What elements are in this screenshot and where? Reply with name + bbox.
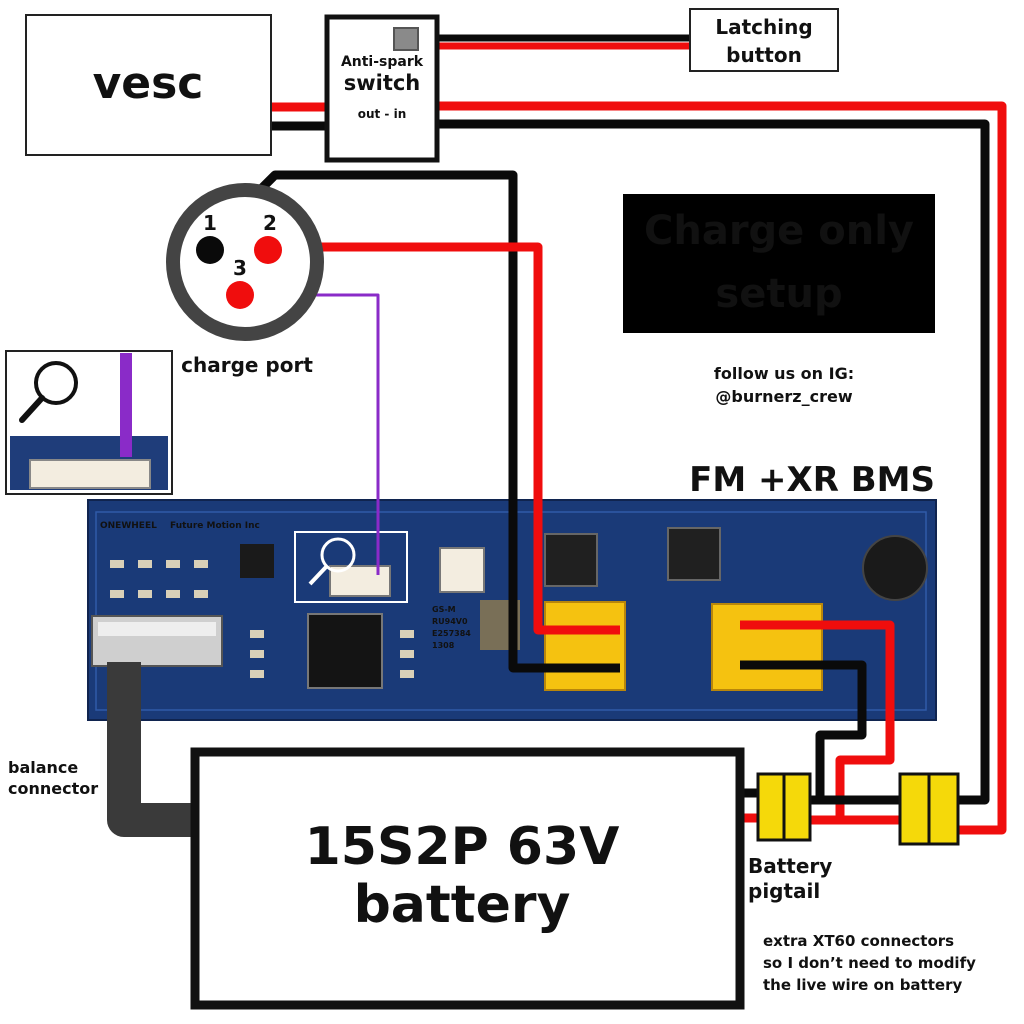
note-line3: the live wire on battery — [763, 976, 962, 994]
pin-3 — [226, 281, 254, 309]
battery-line1: 15S2P 63V — [305, 817, 620, 877]
bms-xt60-right — [711, 603, 823, 691]
note-line1: extra XT60 connectors — [763, 932, 954, 950]
switch-terminal-icon — [393, 27, 419, 51]
latching-button-line1: Latching — [715, 15, 812, 39]
banner-line1: Charge only — [644, 208, 914, 254]
jst-connector — [329, 565, 391, 597]
pigtail-line2: pigtail — [748, 879, 820, 903]
magnifier-icon — [34, 361, 78, 405]
pcb-maker: Future Motion Inc — [170, 521, 260, 531]
vesc-label: vesc — [93, 58, 204, 109]
anti-spark-switch: Anti-spark switch out - in — [324, 14, 440, 163]
battery: 15S2P 63V battery — [190, 747, 745, 1010]
pin-1 — [196, 236, 224, 264]
extra-xt60 — [898, 772, 960, 846]
charge-port: 1 2 3 charge port — [166, 183, 324, 377]
pin-1-label: 1 — [203, 211, 217, 235]
note-line2: so I don’t need to modify — [763, 954, 976, 972]
bms-xt60-left — [544, 601, 626, 691]
balance-line1: balance — [8, 758, 78, 777]
latching-button-line2: button — [726, 43, 802, 67]
highlight-box — [294, 531, 408, 603]
switch-title-line2: switch — [344, 71, 421, 95]
small-chip — [240, 544, 274, 578]
pigtail-line1: Battery — [748, 854, 832, 878]
pcb-brand: ONEWHEEL — [100, 521, 157, 531]
inductor — [862, 535, 928, 601]
pin-2-label: 2 — [263, 211, 277, 235]
pcb-code-4: 1308 — [432, 641, 455, 650]
charge-port-label: charge port — [181, 353, 313, 377]
social-line2: @burnerz_crew — [715, 387, 852, 406]
mosfet-2 — [667, 527, 721, 581]
magnifier-icon-board — [320, 537, 356, 573]
bms-title: FM +XR BMS — [689, 460, 935, 500]
social-line1: follow us on IG: — [714, 364, 854, 383]
mcu-chip — [307, 613, 383, 689]
latching-button: Latching button — [689, 8, 839, 72]
switch-title-line1: Anti-spark — [341, 54, 424, 70]
pigtail-xt60 — [756, 772, 812, 842]
jst-connector-2 — [439, 547, 485, 593]
pcb-code-3: E257384 — [432, 629, 471, 638]
banner: Charge only setup — [623, 194, 935, 333]
pcb-code-1: GS-M — [432, 605, 456, 614]
pin-3-label: 3 — [233, 256, 247, 280]
pin-2 — [254, 236, 282, 264]
switch-ports-label: out - in — [358, 107, 407, 121]
pcb-code-2: RU94V0 — [432, 617, 468, 626]
vesc-box: vesc — [25, 14, 272, 156]
battery-line2: battery — [354, 875, 571, 935]
balance-line2: connector — [8, 779, 98, 798]
mosfet — [544, 533, 598, 587]
banner-line2: setup — [715, 271, 842, 317]
zoom-inset — [5, 350, 173, 495]
